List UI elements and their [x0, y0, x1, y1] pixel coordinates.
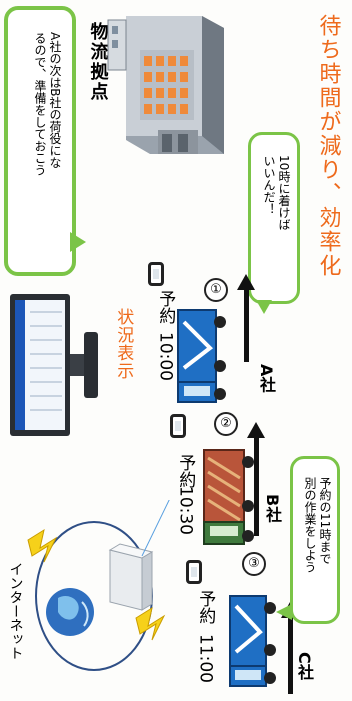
reservation-3-label: 予約 — [195, 590, 216, 624]
company-a-line-1: 10時に着けば — [277, 155, 291, 231]
reservation-2-number: ② — [214, 412, 238, 436]
arrow-b — [254, 436, 259, 536]
phone-icon-1 — [148, 262, 164, 286]
truck-icon-2 — [203, 449, 254, 545]
company-c-line-2: 別の作業をしよう — [303, 477, 317, 573]
company-c-line-1: 予約の11時まで — [318, 477, 332, 565]
status-display-label: 状況表示 — [113, 308, 134, 380]
warehouse-icon — [107, 16, 224, 154]
internet-icon — [27, 500, 170, 671]
depot-label: 物流拠点 — [87, 22, 109, 102]
phone-icon-2 — [170, 414, 186, 438]
company-b-label: B社 — [263, 494, 282, 523]
arrow-a — [244, 288, 249, 362]
company-c-label: C社 — [295, 652, 314, 680]
reservation-1-label: 予約 — [155, 290, 176, 324]
company-a-line-2: いいんだ！ — [262, 155, 276, 215]
reservation-1-number: ① — [204, 278, 228, 302]
internet-label: インターネット — [7, 562, 24, 660]
arrow-c — [288, 616, 293, 694]
reservation-2-label: 予約 — [175, 454, 196, 488]
monitor-icon — [10, 294, 98, 436]
company-a-bubble-tail — [256, 300, 272, 314]
reservation-2-time: 10:30 — [175, 486, 196, 535]
company-a-label: A社 — [257, 364, 276, 393]
truck-icon-1 — [177, 309, 226, 403]
company-c-bubble: 予約の11時まで 別の作業をしよう — [290, 456, 340, 624]
notice-bubble: A社の次はB社の荷役にな るので、準備をしておこう — [4, 6, 76, 276]
company-a-bubble: 10時に着けば いいんだ！ — [248, 132, 300, 304]
reservation-3-number: ③ — [242, 552, 266, 576]
phone-icon-3 — [186, 560, 202, 584]
notice-bubble-tail — [70, 232, 86, 252]
notice-line-2: るので、準備をしておこう — [33, 32, 47, 176]
truck-icon-3 — [229, 595, 276, 687]
reservation-3-time: 11:00 — [195, 634, 216, 683]
notice-line-1: A社の次はB社の荷役にな — [48, 32, 62, 169]
headline: 待ち時間が減り、効率化 — [315, 14, 341, 278]
company-c-bubble-tail — [276, 604, 292, 620]
reservation-1-time: 10:00 — [155, 332, 176, 381]
